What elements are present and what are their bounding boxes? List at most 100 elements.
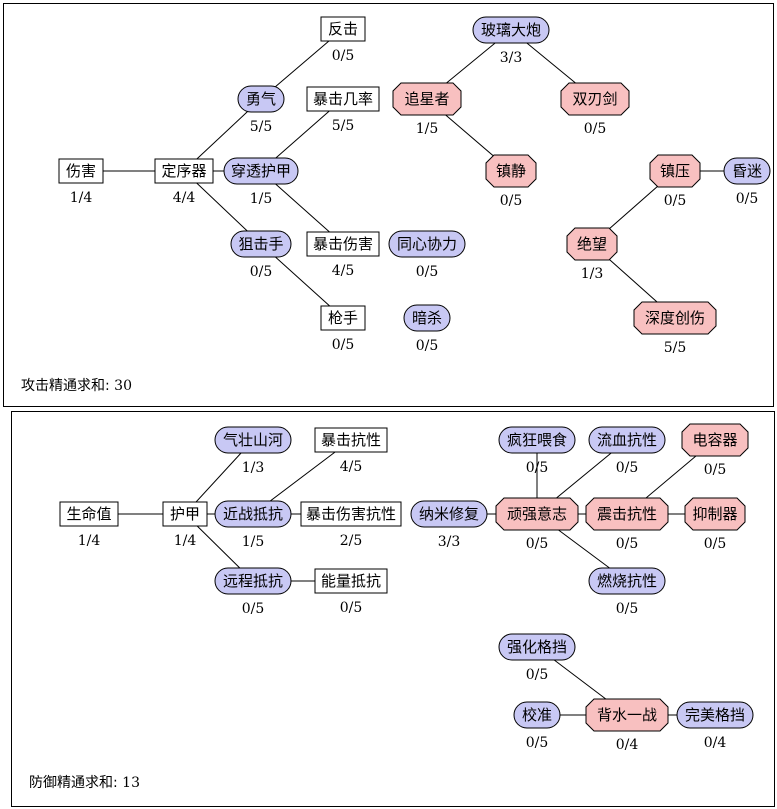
node-count: 0/5 bbox=[332, 48, 355, 64]
node-label: 玻璃大炮 bbox=[481, 21, 541, 39]
skill-node-a_calm[interactable]: 镇静0/5 bbox=[485, 154, 537, 209]
node-count: 1/5 bbox=[416, 121, 439, 137]
node-count: 0/5 bbox=[704, 462, 727, 478]
skill-node-a_counter[interactable]: 反击 0/5 bbox=[320, 16, 366, 64]
node-label: 背水一战 bbox=[597, 706, 657, 724]
node-count: 0/5 bbox=[340, 600, 363, 616]
node-count: 0/5 bbox=[584, 121, 607, 137]
node-shape bbox=[306, 86, 380, 112]
attack-summary-value: 30 bbox=[114, 378, 132, 394]
node-count: 0/5 bbox=[616, 460, 639, 476]
node-label: 反击 bbox=[328, 20, 358, 38]
skill-node-d_calibrate[interactable]: 校准0/5 bbox=[513, 701, 561, 751]
node-shape bbox=[320, 16, 366, 42]
node-count: 0/5 bbox=[616, 536, 639, 552]
node-count: 1/5 bbox=[242, 534, 265, 550]
node-label: 枪手 bbox=[328, 309, 358, 327]
skill-node-a_stun[interactable]: 昏迷0/5 bbox=[723, 157, 771, 207]
skill-node-d_tenacity[interactable]: 顽强意志 0/5 bbox=[495, 497, 579, 552]
node-count: 3/3 bbox=[438, 534, 461, 550]
node-shape bbox=[676, 701, 754, 729]
node-shape bbox=[498, 426, 576, 454]
defense-summary: 防御精通求和: 13 bbox=[29, 772, 140, 792]
node-label: 近战抵抗 bbox=[223, 505, 283, 523]
node-shape bbox=[498, 633, 576, 661]
node-count: 0/5 bbox=[416, 338, 439, 354]
node-shape bbox=[237, 85, 285, 113]
node-shape bbox=[314, 427, 388, 453]
skill-node-a_courage[interactable]: 勇气5/5 bbox=[237, 85, 285, 135]
node-count: 0/5 bbox=[526, 460, 549, 476]
skill-node-d_critres[interactable]: 暴击抗性 4/5 bbox=[314, 427, 388, 475]
node-label: 暴击抗性 bbox=[321, 431, 381, 449]
node-shape bbox=[59, 501, 119, 527]
node-label: 顽强意志 bbox=[507, 505, 567, 523]
node-shape bbox=[403, 304, 451, 332]
node-shape bbox=[495, 497, 579, 531]
node-label: 穿透护甲 bbox=[231, 162, 291, 180]
skill-node-a_assassin[interactable]: 暗杀0/5 bbox=[403, 304, 451, 354]
node-shape bbox=[472, 16, 550, 44]
node-label: 远程抵抗 bbox=[223, 572, 283, 590]
node-label: 完美格挡 bbox=[685, 706, 745, 724]
node-count: 4/5 bbox=[340, 459, 363, 475]
node-shape bbox=[566, 227, 618, 261]
node-count: 0/5 bbox=[616, 601, 639, 617]
node-shape bbox=[306, 231, 380, 257]
node-label: 绝望 bbox=[577, 235, 607, 253]
skill-node-d_perfectblock[interactable]: 完美格挡 0/4 bbox=[676, 701, 754, 751]
node-count: 0/4 bbox=[704, 735, 727, 751]
node-count: 0/5 bbox=[526, 667, 549, 683]
skill-node-d_melee[interactable]: 近战抵抗 1/5 bbox=[214, 500, 292, 550]
node-count: 1/3 bbox=[242, 460, 265, 476]
node-shape bbox=[585, 497, 669, 531]
skill-node-a_suppress[interactable]: 镇压0/5 bbox=[649, 154, 701, 209]
node-count: 0/5 bbox=[526, 536, 549, 552]
skill-node-a_despair[interactable]: 绝望1/3 bbox=[566, 227, 618, 282]
node-label: 护甲 bbox=[170, 505, 200, 523]
node-count: 0/5 bbox=[526, 735, 549, 751]
defense-summary-value: 13 bbox=[122, 775, 140, 791]
node-shape bbox=[214, 426, 292, 454]
node-shape bbox=[684, 497, 746, 531]
node-label: 电容器 bbox=[692, 431, 737, 449]
node-shape bbox=[681, 423, 749, 457]
node-count: 1/4 bbox=[174, 533, 197, 549]
node-shape bbox=[320, 305, 366, 331]
skill-node-a_damage[interactable]: 伤害1/4 bbox=[58, 158, 104, 206]
attack-tree-panel bbox=[3, 3, 774, 407]
node-shape bbox=[314, 568, 388, 594]
node-count: 0/5 bbox=[664, 193, 687, 209]
skill-node-d_capacitor[interactable]: 电容器 0/5 bbox=[681, 423, 749, 478]
skill-node-a_gunner[interactable]: 枪手0/5 bbox=[320, 305, 366, 353]
skill-node-d_armor[interactable]: 护甲 1/4 bbox=[162, 501, 208, 549]
node-label: 暴击几率 bbox=[313, 90, 373, 108]
node-label: 抑制器 bbox=[692, 505, 737, 523]
node-shape bbox=[410, 500, 488, 528]
node-label: 伤害 bbox=[66, 162, 96, 180]
